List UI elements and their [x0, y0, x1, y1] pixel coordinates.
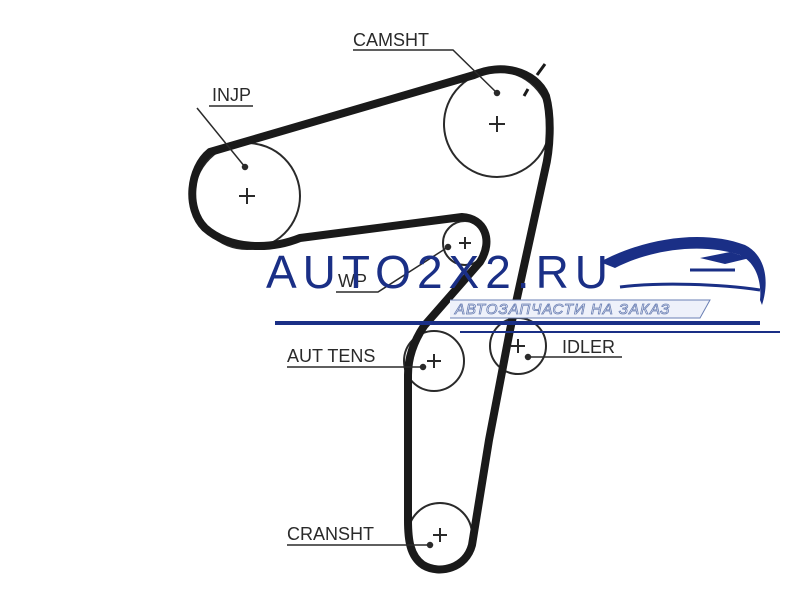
camshaft-pulley — [443, 70, 551, 178]
water-pump-label: WP — [338, 271, 367, 291]
injection-pump-label: INJP — [212, 85, 251, 105]
idler-pulley — [489, 317, 547, 375]
crankshaft-label: CRANSHT — [287, 524, 374, 544]
auto-tensioner-pulley — [403, 330, 465, 392]
camshaft-label: CAMSHT — [353, 30, 429, 50]
watermark-brand: AUTO2X2.RU — [266, 246, 614, 298]
car-silhouette-logo — [600, 236, 766, 305]
auto-tensioner-label: AUT TENS — [287, 346, 375, 366]
idler-label: IDLER — [562, 337, 615, 357]
watermark: AUTO2X2.RU АВТОЗАПЧАСТИ НА ЗАКАЗ — [266, 236, 780, 333]
timing-mark — [522, 63, 547, 97]
timing-belt — [188, 65, 554, 574]
leader-lines — [196, 49, 622, 549]
watermark-tagline: АВТОЗАПЧАСТИ НА ЗАКАЗ — [454, 301, 671, 318]
